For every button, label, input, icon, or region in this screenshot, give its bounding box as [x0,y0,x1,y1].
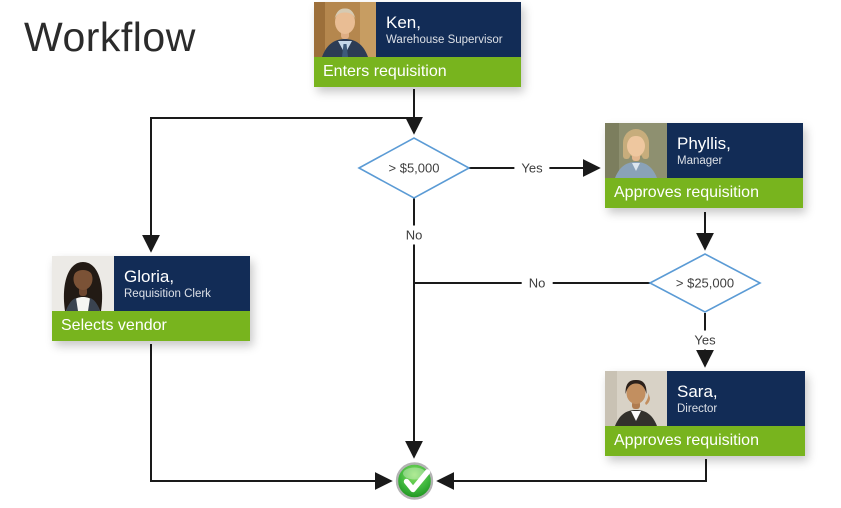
node-sara-header: Sara, Director [605,371,805,426]
node-sara-action: Approves requisition [605,426,805,456]
edge-label-d5000-no: No [398,225,430,245]
avatar-gloria [52,256,114,311]
person-role: Director [677,402,718,415]
edge-label-d25000-no: No [521,273,553,293]
page-title: Workflow [24,14,196,60]
node-gloria-action: Selects vendor [52,311,250,341]
decision-over-5000-label: > $5,000 [388,160,440,176]
node-gloria-header: Gloria, Requisition Clerk [52,256,250,311]
person-name: Phyllis, [677,133,731,153]
node-phyllis-header: Phyllis, Manager [605,123,803,178]
decision-over-25000-label: > $25,000 [675,275,735,291]
person-name: Ken, [386,12,421,32]
node-ken: Ken, Warehouse Supervisor Enters requisi… [314,2,521,87]
node-phyllis: Phyllis, Manager Approves requisition [605,123,803,208]
node-ken-header: Ken, Warehouse Supervisor [314,2,521,57]
person-role: Warehouse Supervisor [386,33,503,46]
node-phyllis-action: Approves requisition [605,178,803,208]
person-name: Sara, [677,381,718,401]
edge-label-d25000-yes: Yes [687,330,723,350]
edge-gloria-to-end [150,344,393,490]
person-role: Requisition Clerk [124,287,211,300]
edge-branch-to-gloria [142,117,414,253]
avatar-ken [314,2,376,57]
decision-over-25000 [648,253,762,313]
edge-sara-to-end [436,459,707,490]
decision-over-5000 [357,137,471,199]
node-gloria: Gloria, Requisition Clerk Selects vendor [52,256,250,341]
person-role: Manager [677,154,723,167]
node-sara: Sara, Director Approves requisition [605,371,805,456]
avatar-phyllis [605,123,667,178]
edge-label-d5000-yes: Yes [514,158,550,178]
person-name: Gloria, [124,266,175,286]
approved-check-icon [395,462,434,500]
node-ken-action: Enters requisition [314,57,521,87]
avatar-sara [605,371,667,426]
